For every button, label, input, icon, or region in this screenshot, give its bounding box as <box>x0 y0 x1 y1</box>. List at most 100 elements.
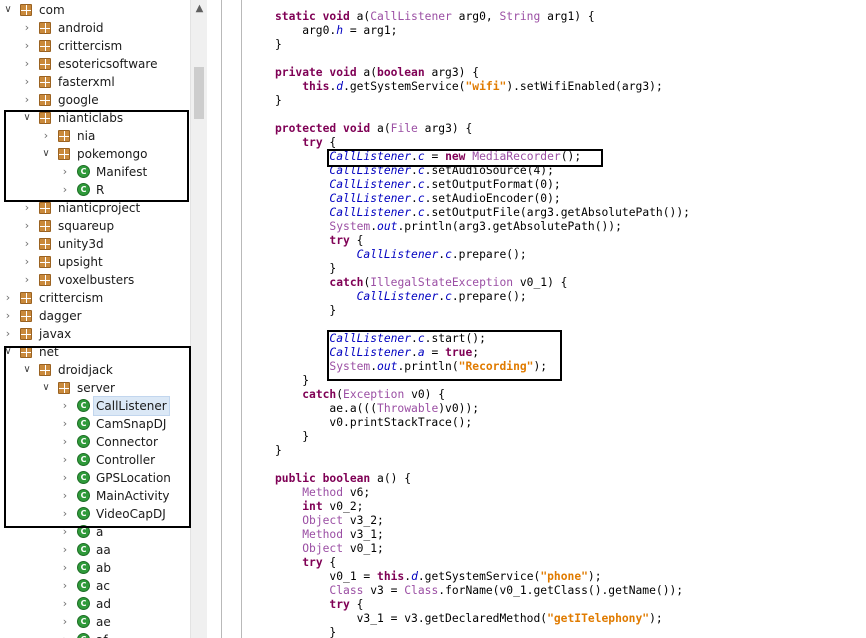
tree-item-label: fasterxml <box>58 75 115 89</box>
tree-item-javax[interactable]: ›javax <box>0 325 190 343</box>
chevron-right-icon[interactable]: › <box>5 327 11 340</box>
tree-scrollbar[interactable]: ▲ <box>190 0 207 638</box>
tree-item-crittercism[interactable]: ›crittercism <box>0 37 190 55</box>
chevron-right-icon[interactable]: › <box>5 291 11 304</box>
chevron-right-icon[interactable]: › <box>62 507 68 520</box>
chevron-down-icon[interactable]: ∨ <box>42 382 50 393</box>
chevron-right-icon[interactable]: › <box>62 489 68 502</box>
tree-item-af[interactable]: ›Caf <box>0 631 190 638</box>
package-icon <box>39 112 51 124</box>
chevron-right-icon[interactable]: › <box>62 561 68 574</box>
code-token: } <box>275 38 282 51</box>
tree-item-net[interactable]: ∨net <box>0 343 190 361</box>
chevron-right-icon[interactable]: › <box>24 273 30 286</box>
chevron-down-icon[interactable]: ∨ <box>4 4 12 15</box>
tree-item-fasterxml[interactable]: › fasterxml <box>0 73 190 91</box>
tree-item-nianticproject[interactable]: ›nianticproject <box>0 199 190 217</box>
chevron-right-icon[interactable]: › <box>60 631 70 638</box>
chevron-down-icon[interactable]: ∨ <box>4 346 12 357</box>
chevron-right-icon[interactable]: › <box>62 165 68 178</box>
tree-item-label: aa <box>96 543 111 557</box>
chevron-right-icon[interactable]: › <box>24 57 30 70</box>
chevron-down-icon[interactable]: ∨ <box>23 364 31 375</box>
code-token <box>275 136 302 149</box>
code-line: CallListener.c.setOutputFile(arg3.getAbs… <box>275 206 690 220</box>
code-token: . <box>411 164 418 177</box>
tree-item-label: Manifest <box>96 165 148 179</box>
chevron-right-icon[interactable]: › <box>24 39 30 52</box>
chevron-right-icon[interactable]: › <box>62 471 68 484</box>
chevron-right-icon[interactable]: › <box>62 597 68 610</box>
chevron-right-icon[interactable]: › <box>62 615 68 628</box>
chevron-right-icon[interactable]: › <box>24 75 30 88</box>
code-token: .getSystemService( <box>343 80 466 93</box>
code-token: try <box>329 598 350 611</box>
tree-item-crittercism[interactable]: ›crittercism <box>0 289 190 307</box>
tree-item-nia[interactable]: ›nia <box>0 127 190 145</box>
tree-item-server[interactable]: ∨server <box>0 379 190 397</box>
tree-item-label: droidjack <box>58 363 113 377</box>
code-editor[interactable]: static void a(CallListener arg0, String … <box>245 0 866 638</box>
class-icon: C <box>77 471 90 484</box>
chevron-right-icon[interactable]: › <box>24 237 30 250</box>
tree-item-dagger[interactable]: ›dagger <box>0 307 190 325</box>
chevron-right-icon[interactable]: › <box>62 543 68 556</box>
chevron-right-icon[interactable]: › <box>62 417 68 430</box>
tree-item-voxelbusters[interactable]: ›voxelbusters <box>0 271 190 289</box>
chevron-down-icon[interactable]: ∨ <box>23 112 31 123</box>
chevron-right-icon[interactable]: › <box>62 453 68 466</box>
class-icon: C <box>77 399 90 412</box>
chevron-right-icon[interactable]: › <box>62 183 68 196</box>
chevron-right-icon[interactable]: › <box>24 21 30 34</box>
code-token: c <box>417 150 425 163</box>
tree-item-android[interactable]: ›android <box>0 19 190 37</box>
code-token: = <box>424 346 446 359</box>
tree-item-label: a <box>96 525 104 539</box>
code-token: h <box>336 24 344 37</box>
code-token: ( <box>363 276 371 289</box>
tree-item-squareup[interactable]: ›squareup <box>0 217 190 235</box>
chevron-right-icon[interactable]: › <box>43 129 49 142</box>
tree-item-pokemongo[interactable]: ∨pokemongo <box>0 145 190 163</box>
code-token: CallListener <box>329 178 412 191</box>
tree-item-droidjack[interactable]: ∨ droidjack <box>0 361 190 379</box>
chevron-right-icon[interactable]: › <box>24 201 30 214</box>
chevron-right-icon[interactable]: › <box>5 309 11 322</box>
tree-item-esotericsoftware[interactable]: ›esotericsoftware <box>0 55 190 73</box>
code-token <box>275 234 329 247</box>
chevron-down-icon[interactable]: ∨ <box>42 148 50 159</box>
tree-item-unity3d[interactable]: ›unity3d <box>0 235 190 253</box>
chevron-right-icon[interactable]: › <box>24 219 30 232</box>
chevron-right-icon[interactable]: › <box>24 93 30 106</box>
tree-item-upsight[interactable]: ›upsight <box>0 253 190 271</box>
chevron-right-icon[interactable]: › <box>62 525 68 538</box>
package-icon <box>39 22 51 34</box>
scroll-up-arrow-icon[interactable]: ▲ <box>195 3 204 14</box>
tree-item-google[interactable]: ›google <box>0 91 190 109</box>
tree-item-nianticlabs[interactable]: ∨nianticlabs <box>0 109 190 127</box>
chevron-right-icon[interactable]: › <box>62 579 68 592</box>
tree-item-com[interactable]: ∨com <box>0 1 190 19</box>
scroll-thumb[interactable] <box>194 67 204 119</box>
code-token <box>275 164 329 177</box>
chevron-right-icon[interactable]: › <box>62 399 68 412</box>
code-token: CallListener <box>329 206 412 219</box>
chevron-right-icon[interactable]: › <box>62 435 68 448</box>
package-icon <box>39 238 51 250</box>
chevron-right-icon[interactable]: › <box>24 255 30 268</box>
